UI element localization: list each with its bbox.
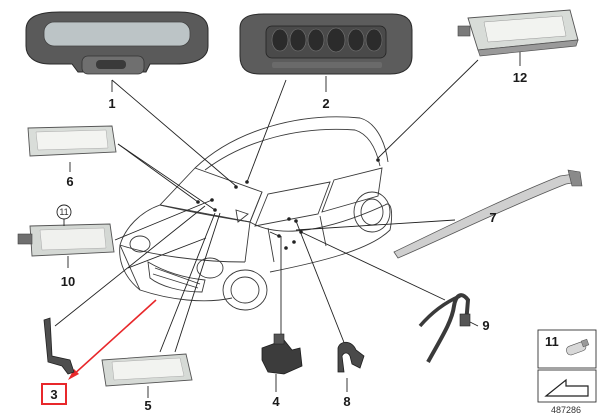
part-9-cable[interactable]: [418, 293, 471, 363]
label-part-7: 7: [489, 210, 496, 225]
part-10-lamp[interactable]: [17, 223, 115, 257]
part-1-overhead-console[interactable]: [25, 11, 209, 75]
part-2-switch-panel[interactable]: [239, 13, 413, 75]
part-labels: 1 2 12 6 10 5 4 8 7 9: [61, 70, 527, 413]
label-part-12: 12: [513, 70, 527, 85]
part-12-lamp[interactable]: [457, 9, 579, 57]
leader-lines: [54, 52, 521, 398]
part-6-lamp[interactable]: [27, 125, 117, 157]
label-part-10: 10: [61, 274, 75, 289]
arrow-legend-icon: [544, 378, 589, 397]
part-5-lamp[interactable]: [101, 353, 193, 387]
callout-11: 11: [56, 204, 72, 226]
label-part-9: 9: [482, 318, 489, 333]
label-part-8: 8: [343, 394, 350, 409]
label-part-3: 3: [50, 387, 57, 402]
part-8-clip[interactable]: [337, 341, 365, 373]
label-part-1: 1: [108, 96, 115, 111]
legend-box: 11 487286: [537, 329, 597, 415]
label-part-2: 2: [322, 96, 329, 111]
legend-box-label: 11: [545, 334, 559, 349]
diagram-number: 487286: [551, 405, 581, 415]
part-7-strip[interactable]: [393, 169, 583, 259]
car-outline: [119, 116, 393, 311]
bulb-part-11-icon[interactable]: [565, 338, 590, 356]
callout-11-text: 11: [59, 207, 68, 217]
part-4-mount[interactable]: [261, 333, 303, 375]
part-3-bracket[interactable]: [43, 317, 75, 375]
label-part-5: 5: [144, 398, 151, 413]
label-part-6: 6: [66, 174, 73, 189]
highlight-arrow: [68, 299, 157, 380]
label-part-4: 4: [272, 394, 280, 409]
label-part-3-highlighted: 3: [41, 383, 67, 405]
